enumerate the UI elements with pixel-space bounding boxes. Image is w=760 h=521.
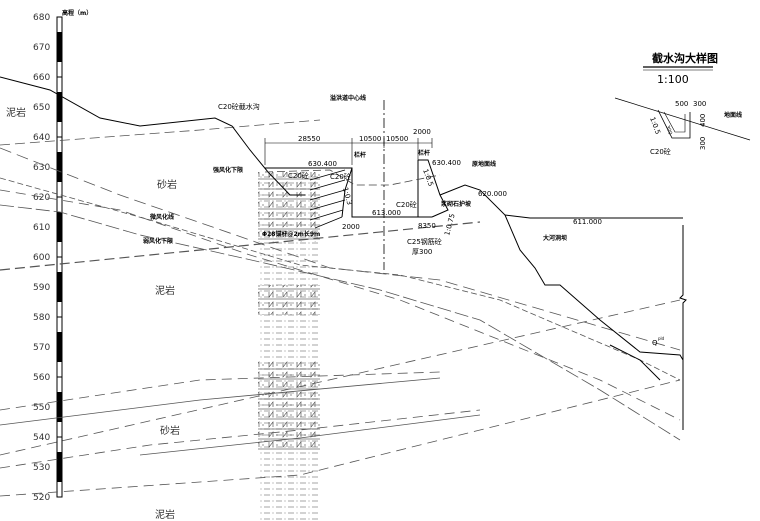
elevation-mark: 613.000: [372, 209, 401, 217]
label-centerline: 溢洪道中心线: [330, 94, 366, 102]
material-label: C20砼: [288, 171, 309, 180]
dim-text: 300: [664, 125, 673, 136]
axis-tick-label: 620: [33, 193, 50, 203]
ground-profile: [0, 76, 687, 430]
rock-label: 砂岩: [157, 178, 177, 191]
elevation-mark: 620.000: [478, 190, 507, 198]
axis-tick-label: 580: [33, 313, 50, 323]
dim-text: 8350: [418, 222, 436, 230]
slope-label: 1:0.5: [421, 168, 435, 188]
rock-label: 泥岩: [6, 106, 26, 119]
rock-label: 泥岩: [155, 508, 175, 521]
axis-tick-label: 560: [33, 373, 50, 383]
material-label: C20砼: [650, 147, 671, 156]
label-c25: C25钢筋砼: [407, 237, 442, 246]
axis-tick-label: 540: [33, 433, 50, 443]
axis-tick-label: 590: [33, 283, 50, 293]
axis-segment: [57, 167, 62, 182]
axis-tick-label: 640: [33, 133, 50, 143]
label-quaternary-sup: pld: [658, 336, 665, 341]
dim-text: 300: [699, 137, 707, 150]
material-label: C20砼: [396, 200, 417, 209]
axis-segment: [57, 32, 62, 47]
label-slight-weathering: 微风化线: [149, 213, 174, 221]
label-railing-left: 栏杆: [354, 151, 366, 159]
anchor-bolts: [309, 169, 346, 229]
dim-text: 400: [699, 114, 707, 127]
axis-segment: [57, 107, 62, 122]
axis-segment: [57, 92, 62, 107]
elevation-mark: 630.400: [308, 160, 337, 168]
label-original-ground: 原地面线: [472, 160, 496, 168]
detail-title: 截水沟大样图: [652, 51, 718, 65]
label-railing-right: 栏杆: [418, 149, 430, 157]
axis-tick-label: 680: [33, 13, 50, 23]
rock-band-1: [258, 285, 320, 315]
label-intercept-ditch: C20砼截水沟: [218, 102, 260, 111]
dim-text: 2000: [342, 223, 360, 231]
axis-tick-label: 600: [33, 253, 50, 263]
elevation-mark: 630.400: [432, 159, 461, 167]
dim-text: 300: [693, 100, 706, 108]
axis-segment: [57, 332, 62, 347]
label-thickness: 厚300: [412, 248, 432, 256]
elevation-mark: 611.000: [573, 218, 602, 226]
axis-segment: [57, 152, 62, 167]
axis-segment: [57, 407, 62, 422]
label-ground: 地面线: [724, 111, 742, 119]
axis-segment: [57, 227, 62, 242]
axis-tick-label: 520: [33, 493, 50, 503]
axis-tick-label: 630: [33, 163, 50, 173]
dimension-lines: [264, 138, 433, 165]
axis-segment: [57, 287, 62, 302]
label-quaternary: Q: [652, 339, 658, 347]
axis-segment: [57, 272, 62, 287]
dim-text: 10500: [359, 135, 381, 143]
label-weak-weathering: 弱风化下限: [143, 237, 173, 245]
water-line: [264, 169, 441, 186]
axis-segment: [57, 392, 62, 407]
rock-band-2: [258, 360, 320, 450]
rock-column-anchored: [258, 172, 320, 242]
axis-segment: [57, 467, 62, 482]
axis-tick-label: 610: [33, 223, 50, 233]
elevation-axis: 680 670 660 650 640 630 620 610 600 590 580 570 560 5…: [33, 9, 92, 503]
axis-segment: [57, 452, 62, 467]
axis-tick-label: 650: [33, 103, 50, 113]
axis-segment: [57, 347, 62, 362]
rock-label: 泥岩: [155, 284, 175, 297]
detail-scale: 1:100: [657, 73, 689, 86]
dim-text: 500: [675, 100, 688, 108]
material-label: C20砼: [330, 172, 351, 181]
rock-label: 砂岩: [160, 424, 180, 437]
dim-text: 28550: [298, 135, 320, 143]
label-anchor: Φ28锚杆@2m长9m: [262, 230, 320, 238]
label-dam: 大河洞坝: [543, 234, 567, 242]
ditch-detail: 截水沟大样图 1:100 500 300 400 300 1:0.5 300 C…: [614, 51, 751, 156]
axis-tick-label: 570: [33, 343, 50, 353]
dim-text: 10500: [386, 135, 408, 143]
section-annotations: C20砼截水沟 溢洪道中心线 强风化下限 微风化线 弱风化下限 栏杆 栏杆 原地…: [143, 94, 665, 347]
axis-segment: [57, 212, 62, 227]
slope-label: 1:0.5: [648, 116, 662, 136]
axis-tick-label: 660: [33, 73, 50, 83]
axis-tick-label: 550: [33, 403, 50, 413]
axis-segment: [57, 47, 62, 62]
dim-text: 2000: [413, 128, 431, 136]
label-slope-protection: 浆砌石护坡: [440, 200, 471, 208]
label-strong-weathering: 强风化下限: [213, 166, 243, 174]
axis-tick-label: 530: [33, 463, 50, 473]
axis-title: 高程（m）: [62, 9, 92, 17]
axis-tick-label: 670: [33, 43, 50, 53]
